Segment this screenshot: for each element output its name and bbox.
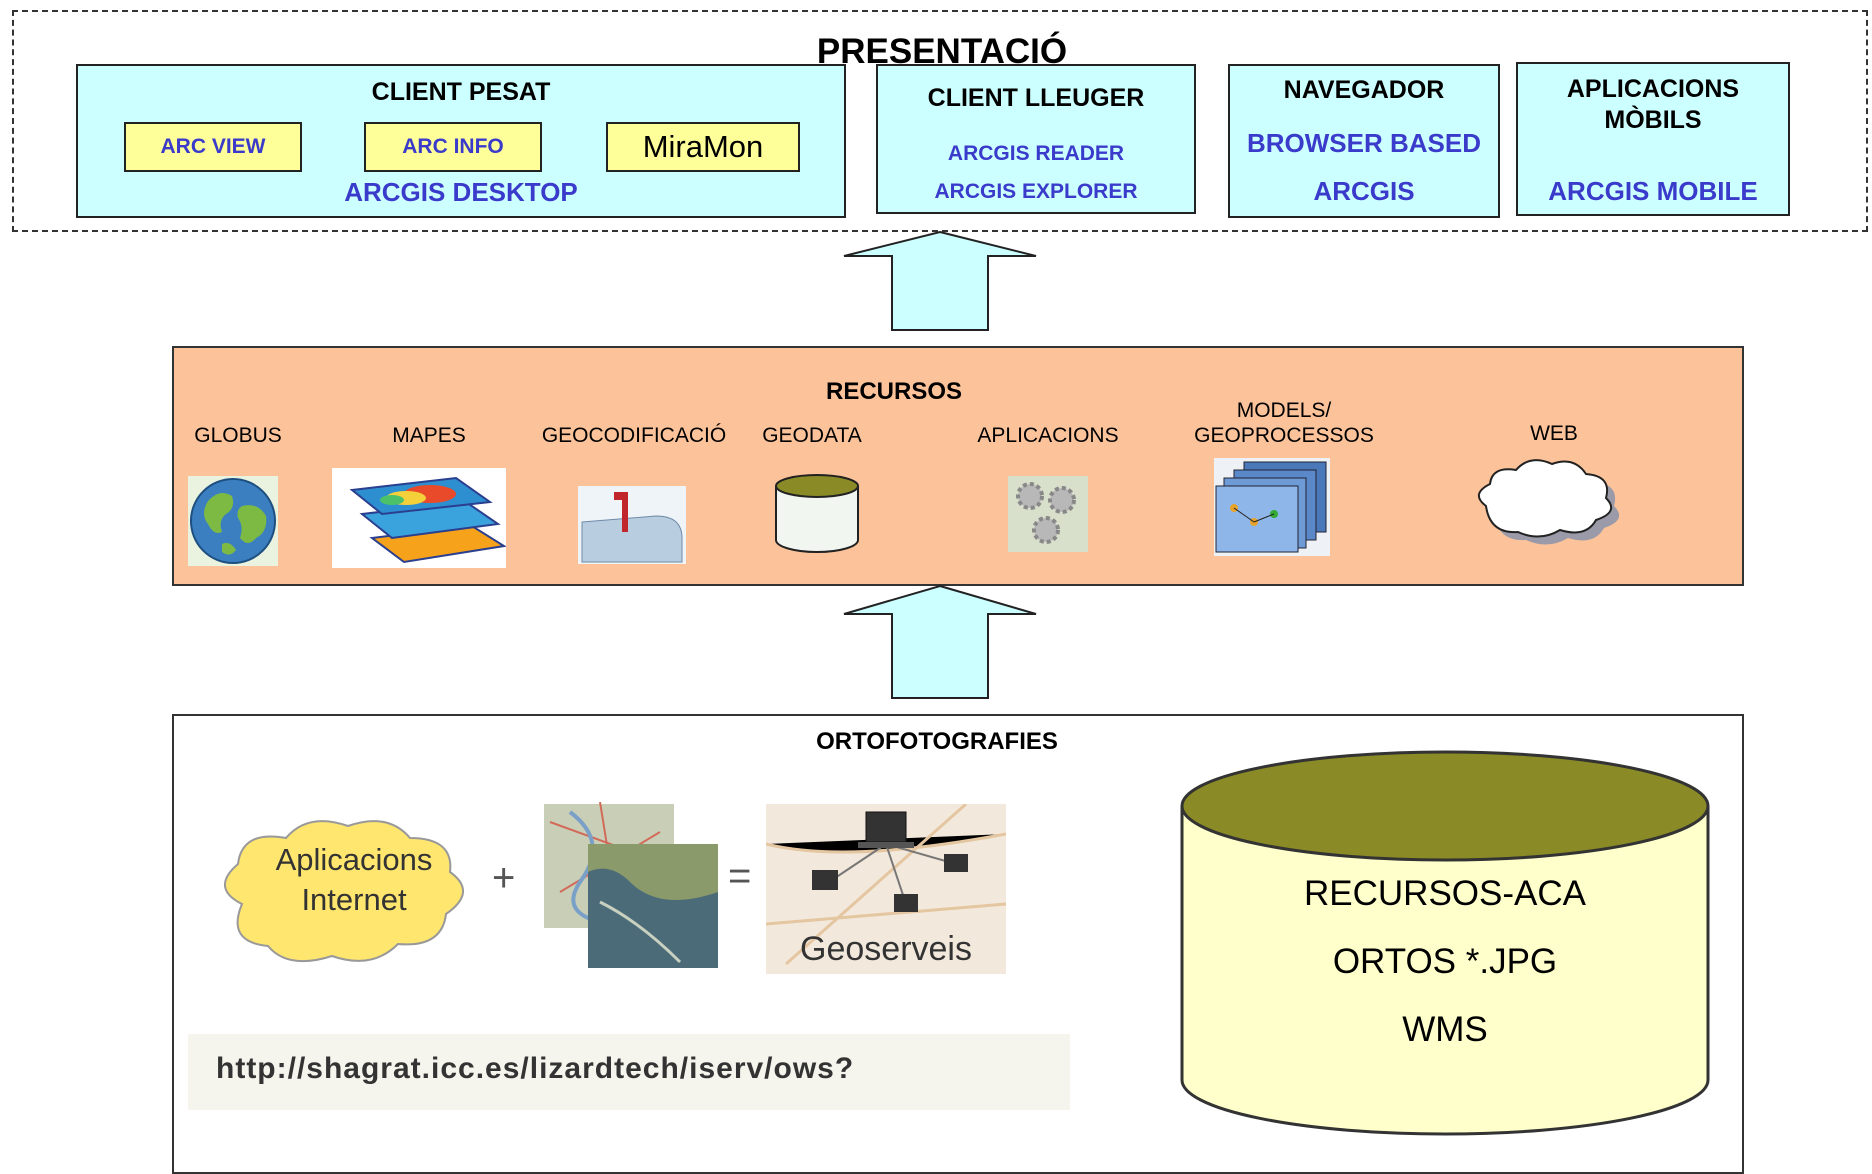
arc-info-label: ARC INFO xyxy=(402,135,504,158)
mailbox-icon xyxy=(578,486,686,564)
res-label-mapes: MAPES xyxy=(392,424,466,447)
arc-info-box: ARC INFO xyxy=(364,122,542,172)
navegador-title: NAVEGADOR xyxy=(1283,76,1445,104)
arcgis-mobile-label: ARCGIS MOBILE xyxy=(1548,176,1758,206)
equals-sign: = xyxy=(728,854,752,898)
db-text-line2: ORTOS *.JPG xyxy=(1332,942,1558,981)
res-label-globus: GLOBUS xyxy=(194,424,282,447)
navegador-box: NAVEGADOR BROWSER BASED ARCGIS xyxy=(1228,64,1500,218)
resources-title: RECURSOS xyxy=(825,378,963,405)
res-label-web: WEB xyxy=(1530,422,1578,445)
arcgis-reader-label: ARCGIS READER xyxy=(947,142,1125,165)
arcgis-desktop-label: ARCGIS DESKTOP xyxy=(344,177,578,207)
arcgis-label: ARCGIS xyxy=(1313,176,1415,206)
res-label-geocodificacio: GEOCODIFICACIÓ xyxy=(541,424,727,447)
db-text-line1: RECURSOS-ACA xyxy=(1304,874,1586,913)
models-label-line2: GEOPROCESSOS xyxy=(1194,424,1374,447)
ortofotografies-title: ORTOFOTOGRAFIES xyxy=(816,728,1058,755)
orthophoto-images xyxy=(544,802,718,968)
miramon-label: MiraMon xyxy=(642,129,764,164)
map-layers-icon xyxy=(332,468,506,568)
cloud-text-line2: Internet xyxy=(301,882,407,917)
mobils-title-line1: APLICACIONS xyxy=(1566,75,1740,103)
browser-based-label: BROWSER BASED xyxy=(1246,128,1481,158)
ortofotografies-panel: ORTOFOTOGRAFIES Aplicacions Internet + =… xyxy=(172,714,1744,1174)
wms-url-text: http://shagrat.icc.es/lizardtech/iserv/o… xyxy=(216,1052,855,1085)
mobils-title-line2: MÒBILS xyxy=(1604,106,1702,134)
res-label-aplicacions: APLICACIONS xyxy=(977,424,1119,447)
arc-view-label: ARC VIEW xyxy=(160,135,266,158)
up-arrow-top xyxy=(843,230,1037,331)
gears-icon xyxy=(1008,476,1088,552)
recursos-aca-database-icon xyxy=(1180,750,1710,1136)
plus-sign: + xyxy=(492,856,516,900)
internet-cloud-icon xyxy=(224,820,464,963)
database-text-area: RECURSOS-ACA ORTOS *.JPG WMS xyxy=(1178,746,1712,1146)
db-text-line3: WMS xyxy=(1402,1010,1488,1049)
database-icon xyxy=(775,474,859,553)
model-windows-icon xyxy=(1214,458,1330,556)
client-lleuger-title: CLIENT LLEUGER xyxy=(927,84,1145,112)
cloud-text-line1: Aplicacions xyxy=(275,842,433,877)
geoserveis-label: Geoserveis xyxy=(800,930,972,968)
geoserveis-network-icon xyxy=(766,804,1006,974)
client-pesat-title: CLIENT PESAT xyxy=(371,78,551,106)
up-arrow-bottom xyxy=(843,584,1037,699)
resources-panel: RECURSOS GLOBUS MAPES GEOCODIFICACIÓ GEO… xyxy=(172,346,1744,586)
res-label-models: MODELS/ GEOPROCESSOS xyxy=(1174,398,1394,448)
aplicacions-mobils-title: APLICACIONS MÒBILS xyxy=(1518,74,1788,136)
url-strip: http://shagrat.icc.es/lizardtech/iserv/o… xyxy=(188,1034,1070,1110)
res-label-geodata: GEODATA xyxy=(762,424,862,447)
arc-view-box: ARC VIEW xyxy=(124,122,302,172)
arcgis-explorer-label: ARCGIS EXPLORER xyxy=(934,180,1138,203)
aplicacions-mobils-box: APLICACIONS MÒBILS ARCGIS MOBILE xyxy=(1516,62,1790,216)
client-lleuger-box: CLIENT LLEUGER ARCGIS READER ARCGIS EXPL… xyxy=(876,64,1196,214)
globe-icon xyxy=(188,476,278,566)
cloud-icon xyxy=(1478,459,1620,545)
miramon-box: MiraMon xyxy=(606,122,800,172)
models-label-line1: MODELS/ xyxy=(1236,399,1332,422)
client-pesat-box: CLIENT PESAT ARC VIEW ARC INFO MiraMon A… xyxy=(76,64,846,218)
